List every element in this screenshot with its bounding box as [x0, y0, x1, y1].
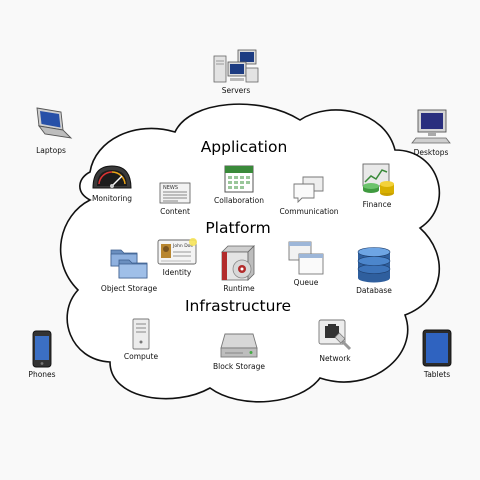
- calendar-icon: [224, 165, 254, 193]
- finance-chart-coins-icon: [362, 163, 394, 196]
- smartphone-icon: [32, 330, 52, 368]
- network-port-icon: [318, 319, 352, 351]
- servers-icon: [213, 49, 259, 83]
- software-package-icon: [221, 245, 255, 281]
- hard-drive-icon: [220, 333, 258, 358]
- desktop-computer-icon: [411, 109, 451, 144]
- newspaper-masthead: NEWS: [163, 185, 178, 191]
- object-storage-label: Object Storage: [100, 284, 158, 293]
- laptop-icon: [36, 107, 73, 139]
- queue-label: Queue: [293, 278, 319, 287]
- finance-label: Finance: [362, 200, 392, 209]
- service-communication: Communication: [276, 175, 342, 216]
- layer-title-infrastructure: Infrastructure: [184, 297, 292, 315]
- service-finance: Finance: [352, 162, 402, 209]
- database-icon: [357, 247, 391, 283]
- compute-label: Compute: [123, 352, 159, 361]
- tablet-icon: [422, 329, 452, 367]
- id-card-icon: John Doe: [157, 238, 197, 265]
- communication-label: Communication: [279, 207, 339, 216]
- content-label: Content: [160, 207, 190, 216]
- stacked-windows-icon: [288, 241, 324, 275]
- service-queue: Queue: [284, 240, 328, 287]
- service-block-storage: Block Storage: [206, 330, 272, 371]
- service-runtime: Runtime: [216, 244, 262, 293]
- runtime-label: Runtime: [223, 284, 255, 293]
- client-tablets: Tablets: [416, 328, 458, 379]
- server-tower-icon: [132, 318, 150, 350]
- service-object-storage: Object Storage: [98, 246, 160, 293]
- database-label: Database: [356, 286, 392, 295]
- client-laptops: Laptops: [26, 104, 76, 155]
- phones-label: Phones: [28, 370, 56, 379]
- block-storage-label: Block Storage: [212, 362, 265, 371]
- client-desktops: Desktops: [406, 108, 456, 157]
- service-content: NEWS Content: [150, 181, 200, 216]
- layer-title-platform: Platform: [205, 219, 271, 237]
- laptops-label: Laptops: [36, 146, 66, 155]
- client-servers: Servers: [208, 48, 264, 95]
- service-identity: John Doe Identity: [154, 238, 200, 277]
- desktops-label: Desktops: [413, 148, 449, 157]
- collaboration-label: Collaboration: [214, 196, 264, 205]
- monitoring-label: Monitoring: [91, 194, 133, 203]
- service-monitoring: Monitoring: [86, 162, 138, 203]
- service-compute: Compute: [118, 318, 164, 361]
- servers-label: Servers: [221, 86, 251, 95]
- tablets-label: Tablets: [423, 370, 451, 379]
- service-collaboration: Collaboration: [208, 162, 270, 205]
- service-database: Database: [350, 246, 398, 295]
- newspaper-icon: NEWS: [159, 182, 191, 204]
- client-phones: Phones: [22, 330, 62, 379]
- chat-bubbles-icon: [293, 176, 324, 204]
- identity-label: Identity: [162, 268, 192, 277]
- id-card-name: John Doe: [172, 243, 193, 249]
- layer-title-application: Application: [200, 138, 288, 156]
- folders-icon: [110, 249, 148, 279]
- gauge-icon: [92, 165, 132, 189]
- service-network: Network: [310, 318, 360, 363]
- network-label: Network: [319, 354, 351, 363]
